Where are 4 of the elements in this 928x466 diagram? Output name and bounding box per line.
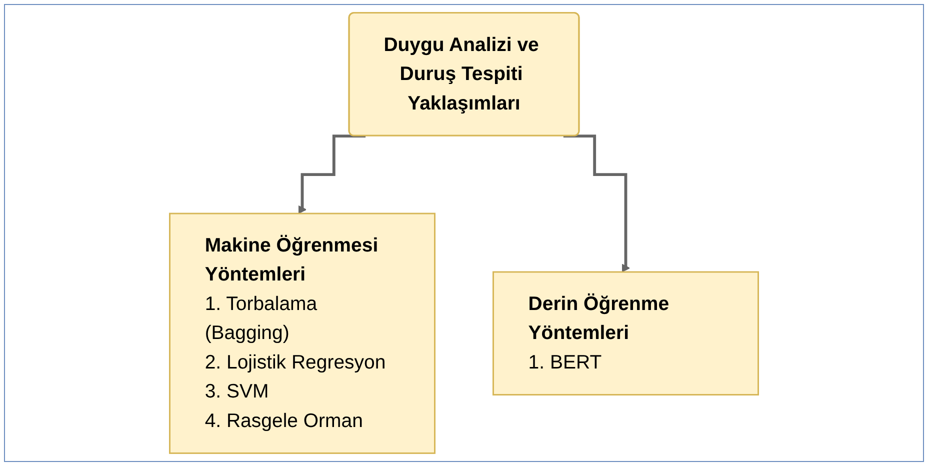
node-box: Derin Öğrenme Yöntemleri 1. BERT: [492, 271, 759, 396]
node-box: Makine Öğrenmesi Yöntemleri 1. Torbalama (Bagging) 2. Lojistik Regresyon 3. SVM 4. Rasgele Orman: [169, 212, 436, 454]
arrow: [298, 134, 366, 214]
arrow: [563, 134, 630, 272]
